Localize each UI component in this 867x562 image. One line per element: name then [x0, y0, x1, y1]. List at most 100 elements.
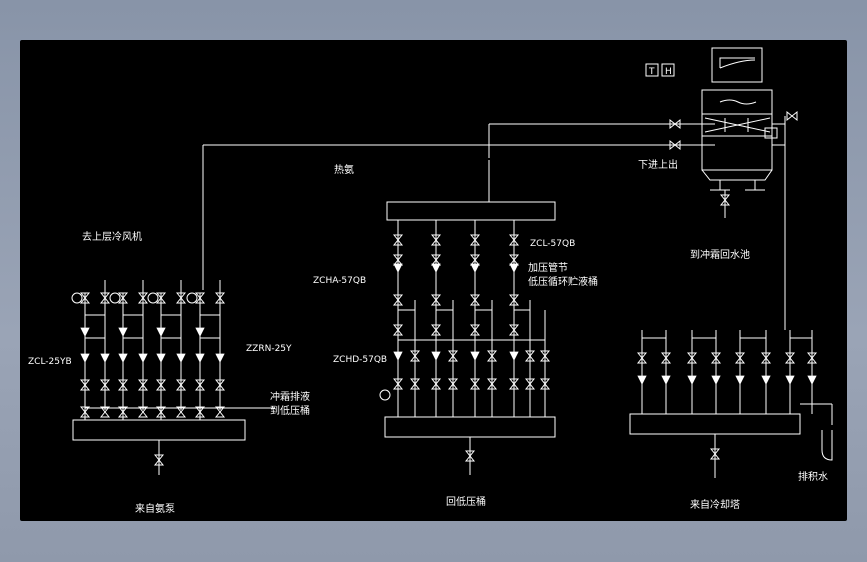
valve-icon: [508, 324, 520, 336]
valve-icon: [175, 379, 187, 391]
gauge-h-label: H: [665, 67, 672, 77]
valve-icon: [447, 378, 459, 390]
check-valve-icon: [509, 351, 519, 361]
label-zcl-25yb: ZCL-25YB: [28, 357, 72, 367]
valve-icon: [469, 254, 481, 266]
valve-icon: [660, 352, 672, 364]
valve-icon: [137, 379, 149, 391]
valve-icon: [469, 294, 481, 306]
label-defrost-drain-2: 到低压桶: [270, 404, 310, 417]
valve-icon: [194, 379, 206, 391]
valve-icon: [392, 324, 404, 336]
check-valve-icon: [393, 351, 403, 361]
valve-icon: [469, 378, 481, 390]
valve-icon: [214, 292, 226, 304]
check-valve-symbols: [80, 263, 817, 385]
valve-icon: [686, 352, 698, 364]
label-zcl-57qb: ZCL-57QB: [530, 239, 575, 249]
valve-icon: [710, 352, 722, 364]
check-valve-icon: [661, 375, 671, 385]
valve-icon: [786, 110, 798, 122]
valve-icon: [508, 254, 520, 266]
valve-icon: [175, 406, 187, 418]
piping-schematic: 去上层冷风机 ZCL-25YB ZZRN-25Y 冲霜排液 到低压桶 来自氨泵 …: [28, 47, 833, 515]
valve-icon: [155, 292, 167, 304]
valve-icon: [430, 324, 442, 336]
valve-icon: [117, 379, 129, 391]
valve-icon: [155, 406, 167, 418]
check-valve-icon: [687, 375, 697, 385]
valve-icon: [392, 234, 404, 246]
right-header-tank: [629, 413, 801, 435]
valve-icon: [669, 118, 681, 130]
valve-icon: [486, 378, 498, 390]
valve-icon: [719, 194, 731, 206]
valve-icon: [464, 450, 476, 462]
pressure-gauge-icon: [71, 292, 83, 304]
label-upper-cooler: 去上层冷风机: [82, 230, 142, 243]
check-valve-icon: [80, 327, 90, 337]
label-defrost-drain-1: 冲霜排液: [270, 390, 310, 403]
check-valve-icon: [470, 263, 480, 273]
pipework: [72, 47, 833, 478]
check-valve-icon: [195, 327, 205, 337]
valve-icon: [806, 352, 818, 364]
valve-icon: [137, 292, 149, 304]
valve-icon: [524, 378, 536, 390]
check-valve-icon: [138, 353, 148, 363]
check-valve-icon: [393, 263, 403, 273]
valve-symbols: [71, 110, 818, 466]
check-valve-icon: [785, 375, 795, 385]
valve-icon: [153, 454, 165, 466]
check-valve-icon: [711, 375, 721, 385]
check-valve-icon: [100, 353, 110, 363]
valve-icon: [214, 406, 226, 418]
valve-icon: [760, 352, 772, 364]
check-valve-icon: [176, 353, 186, 363]
valve-icon: [486, 350, 498, 362]
valve-icon: [79, 379, 91, 391]
check-valve-icon: [118, 327, 128, 337]
check-valve-icon: [156, 327, 166, 337]
valve-icon: [99, 292, 111, 304]
check-valve-icon: [431, 263, 441, 273]
gauge-t-label: T: [648, 67, 655, 77]
valve-icon: [430, 234, 442, 246]
valve-icon: [539, 350, 551, 362]
valve-icon: [508, 294, 520, 306]
valve-icon: [430, 378, 442, 390]
valve-icon: [99, 406, 111, 418]
left-header-tank: [72, 419, 246, 441]
valve-icon: [508, 378, 520, 390]
cooling-tower-body: [701, 89, 773, 171]
pressure-gauge-icon: [379, 389, 391, 401]
middle-header-tank: [384, 416, 556, 438]
valve-icon: [669, 139, 681, 151]
valve-icon: [79, 292, 91, 304]
label-in-bottom-out-top: 下进上出: [638, 158, 678, 171]
valve-icon: [734, 352, 746, 364]
valve-icon: [175, 292, 187, 304]
valve-icon: [709, 448, 721, 460]
label-zcha-57qb: ZCHA-57QB: [313, 276, 366, 286]
label-from-ammonia-pump: 来自氨泵: [135, 502, 175, 515]
valve-icon: [430, 254, 442, 266]
valve-icon: [214, 379, 226, 391]
check-valve-icon: [80, 353, 90, 363]
label-pressure-regulator-1: 加压管节: [528, 261, 568, 274]
label-zzrn-25y: ZZRN-25Y: [246, 344, 292, 354]
pressure-gauge-icon: [147, 292, 159, 304]
check-valve-icon: [807, 375, 817, 385]
valve-icon: [155, 379, 167, 391]
tower-top-unit: [711, 47, 763, 83]
valve-icon: [99, 379, 111, 391]
valve-icon: [409, 350, 421, 362]
label-to-low-pressure: 回低压桶: [446, 495, 486, 508]
pressure-gauge-icon: [109, 292, 121, 304]
valve-icon: [469, 234, 481, 246]
valve-icon: [392, 294, 404, 306]
hot-gas-manifold: [386, 201, 556, 221]
label-pressure-regulator-2: 低压循环贮液桶: [528, 275, 598, 288]
valve-icon: [117, 406, 129, 418]
valve-icon: [430, 294, 442, 306]
